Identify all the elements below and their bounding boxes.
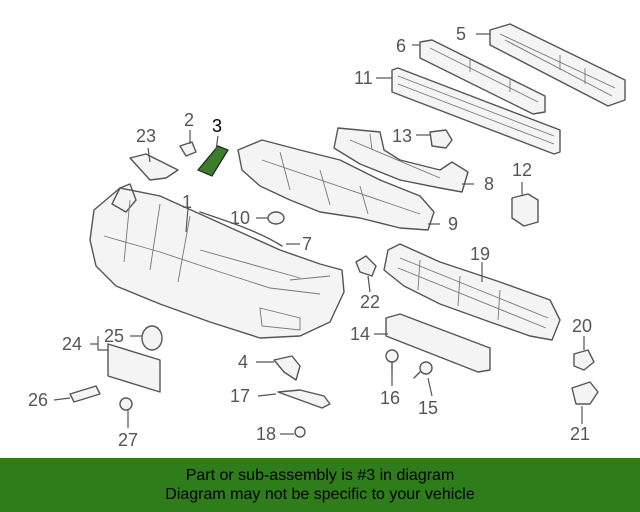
- callout-21: 21: [570, 424, 590, 444]
- part-15-fastener[interactable]: [413, 361, 433, 379]
- info-banner: Part or sub-assembly is #3 in diagram Di…: [0, 458, 640, 512]
- part-23-bracket[interactable]: [129, 153, 179, 181]
- banner-line-1: Part or sub-assembly is #3 in diagram: [185, 467, 455, 484]
- callout-27: 27: [118, 430, 138, 450]
- callout-18: 18: [256, 424, 276, 444]
- part-21-retainer[interactable]: [571, 381, 599, 405]
- part-14-plate[interactable]: [385, 313, 491, 373]
- callout-12: 12: [512, 160, 532, 180]
- callout-25: 25: [104, 326, 124, 346]
- part-22-clip[interactable]: [355, 255, 377, 277]
- callout-8: 8: [484, 174, 494, 194]
- part-17-trim[interactable]: [277, 389, 331, 409]
- callout-9: 9: [448, 214, 458, 234]
- part-6-bracket[interactable]: [419, 39, 546, 115]
- part-9-air-deflector[interactable]: [237, 139, 435, 231]
- callout-20: 20: [572, 316, 592, 336]
- callout-10: 10: [230, 208, 250, 228]
- callout-6: 6: [396, 36, 406, 56]
- callout-15: 15: [418, 398, 438, 418]
- part-2-clip[interactable]: [179, 141, 197, 157]
- callout-labels: 5 6 11 13 12 8 9 19 22 14 20 16 15 21 1 …: [28, 24, 592, 450]
- part-7-molding[interactable]: [199, 211, 283, 247]
- callout-26: 26: [28, 390, 48, 410]
- callout-3: 3: [212, 116, 222, 136]
- part-13-clip[interactable]: [429, 129, 453, 149]
- callout-16: 16: [380, 388, 400, 408]
- part-18-screw[interactable]: [294, 426, 306, 438]
- part-25-lamp[interactable]: [141, 325, 163, 351]
- part-1-bumper-fascia[interactable]: [89, 183, 345, 339]
- part-3-highlighted-part[interactable]: [197, 145, 229, 177]
- part-12-bracket[interactable]: [511, 193, 539, 227]
- callout-11: 11: [354, 68, 373, 88]
- callout-2: 2: [184, 110, 194, 130]
- leader-lines: [53, 33, 585, 435]
- part-24-license-plate-bracket[interactable]: [107, 343, 161, 393]
- parts-diagram: 5 6 11 13 12 8 9 19 22 14 20 16 15 21 1 …: [28, 23, 626, 450]
- callout-7: 7: [302, 234, 312, 254]
- callout-23: 23: [136, 126, 156, 146]
- part-10-emblem[interactable]: [267, 211, 285, 225]
- part-19-grille[interactable]: [383, 243, 561, 341]
- callout-17: 17: [230, 386, 250, 406]
- banner-line-2: Diagram may not be specific to your vehi…: [165, 486, 475, 503]
- callout-13: 13: [392, 126, 412, 146]
- part-16-fastener[interactable]: [385, 349, 399, 375]
- part-27-screw[interactable]: [119, 397, 133, 411]
- callout-14: 14: [350, 324, 370, 344]
- callout-22: 22: [360, 292, 380, 312]
- callout-24: 24: [62, 334, 82, 354]
- part-8-deflector[interactable]: [333, 127, 469, 193]
- callout-19: 19: [470, 244, 490, 264]
- part-20-clip[interactable]: [573, 349, 595, 371]
- callout-1: 1: [182, 192, 192, 212]
- part-26-bolt[interactable]: [69, 385, 101, 403]
- part-4-bracket[interactable]: [273, 355, 301, 381]
- part-5-reinforcement[interactable]: [489, 23, 626, 107]
- part-11-energy-absorber[interactable]: [391, 67, 561, 155]
- callout-5: 5: [456, 24, 466, 44]
- callout-4: 4: [238, 352, 248, 372]
